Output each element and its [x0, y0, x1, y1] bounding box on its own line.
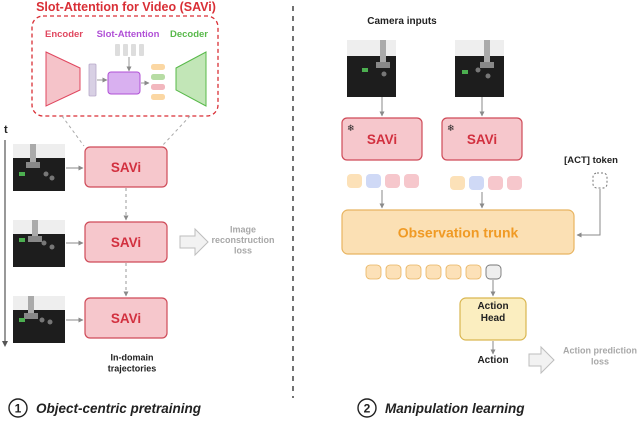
savi-block-label: SAVi — [111, 235, 141, 250]
frozen-savi-block-1: ❄ SAVi — [341, 117, 423, 161]
savi-block-2: SAVi — [84, 221, 168, 263]
slot-init-tokens — [115, 44, 144, 56]
slot-attention-module — [107, 71, 141, 95]
frozen-savi-block-2: ❄ SAVi — [441, 117, 523, 161]
act-token — [592, 172, 608, 189]
svg-text:1: 1 — [15, 402, 22, 416]
robot-scene-image — [13, 296, 65, 343]
savi-block-3: SAVi — [84, 297, 168, 339]
savi-box-title: Slot-Attention for Video (SAVi) — [36, 0, 216, 14]
section-heading-2: 2 Manipulation learning — [357, 398, 525, 418]
act-token-label: [ACT] token — [564, 155, 618, 166]
time-label: t — [4, 124, 8, 136]
encoder-label: Encoder — [45, 29, 83, 40]
svg-text:2: 2 — [364, 402, 371, 416]
observation-trunk: Observation trunk — [341, 209, 575, 255]
snowflake-icon: ❄ — [447, 123, 455, 133]
decoder-shape — [175, 51, 207, 107]
slot-attention-label: Slot-Attention — [97, 29, 160, 40]
robot-scene-image — [455, 40, 504, 97]
slot-token-group-2 — [450, 176, 522, 190]
block-arrow-icon — [528, 345, 555, 375]
savi-block-label: SAVi — [467, 132, 497, 147]
snowflake-icon: ❄ — [347, 123, 355, 133]
decoder-label: Decoder — [170, 29, 208, 40]
savi-block-label: SAVi — [111, 160, 141, 175]
latent-bar — [88, 63, 97, 97]
block-arrow-icon — [179, 227, 209, 257]
observation-trunk-label: Observation trunk — [398, 225, 519, 241]
section-title: Manipulation learning — [385, 401, 525, 416]
section-title: Object-centric pretraining — [36, 401, 202, 416]
trunk-output-tokens — [365, 264, 502, 280]
savi-block-label: SAVi — [111, 311, 141, 326]
encoder-shape — [45, 51, 81, 107]
action-label: Action — [477, 355, 508, 366]
robot-scene-image — [13, 220, 65, 267]
slot-token-group-1 — [347, 174, 419, 188]
section-heading-1: 1 Object-centric pretraining — [8, 398, 202, 418]
savi-block-label: SAVi — [367, 132, 397, 147]
savi-block-1: SAVi — [84, 146, 168, 188]
slot-output-tokens — [151, 64, 165, 100]
camera-inputs-label: Camera inputs — [367, 16, 437, 27]
robot-scene-image — [13, 144, 65, 191]
robot-scene-image — [347, 40, 396, 97]
